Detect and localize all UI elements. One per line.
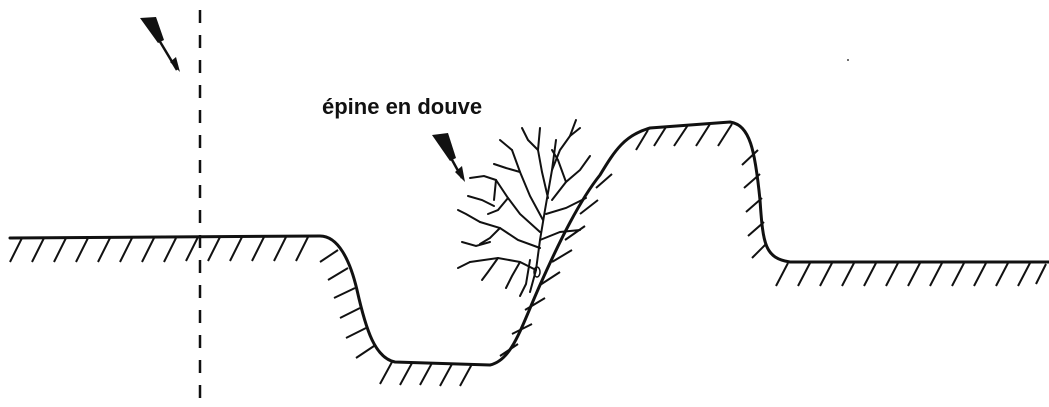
arrow-pointer-icon xyxy=(140,17,180,72)
speck-mark xyxy=(847,59,849,61)
arrow-pointer-icon xyxy=(432,133,465,182)
ground-hatching xyxy=(10,124,1046,386)
thorn-bush-illustration xyxy=(458,120,590,296)
annotation-label: épine en douve xyxy=(322,94,482,119)
